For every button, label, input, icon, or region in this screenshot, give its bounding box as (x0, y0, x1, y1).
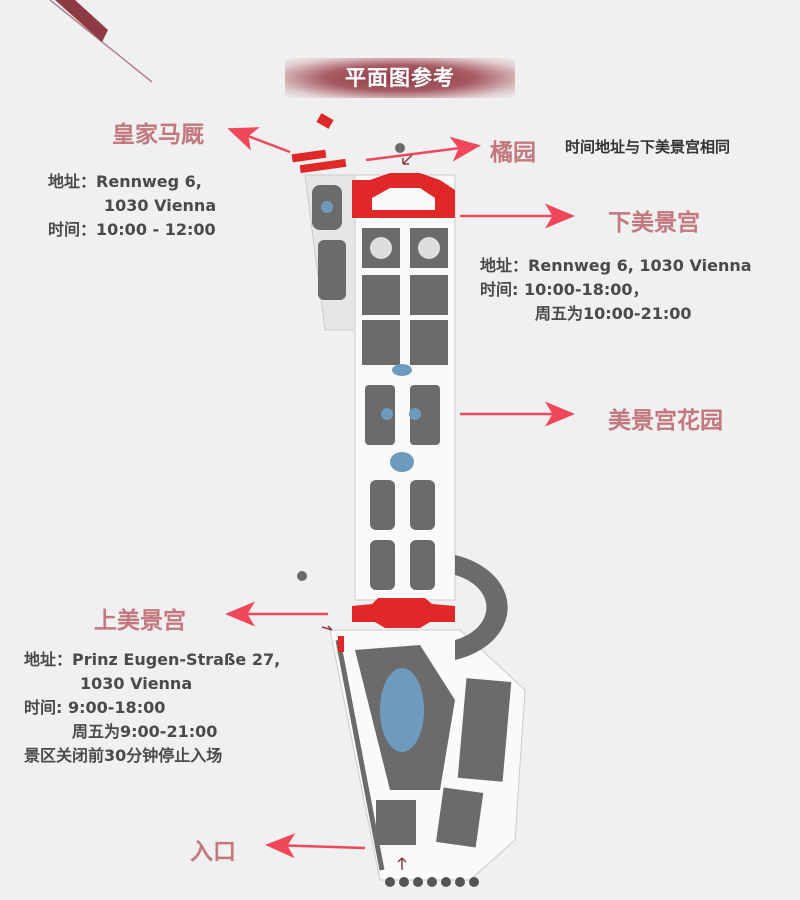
stables-info: 地址：Rennweg 6, 1030 Vienna 时间：10:00 - 12:… (48, 172, 217, 239)
label-upper-belvedere: 上美景宫 (94, 608, 186, 634)
page-title: 平面图参考 (285, 58, 515, 98)
buildings (291, 113, 455, 652)
small-arrows (321, 154, 413, 870)
pointer-arrows (225, 127, 575, 859)
corner-decoration (49, 0, 153, 83)
label-entrance: 入口 (190, 839, 236, 865)
label-imperial-stables: 皇家马厩 (112, 122, 204, 148)
orangery-note: 时间地址与下美景宫相同 (565, 138, 731, 156)
label-belvedere-garden: 美景宫花园 (608, 408, 723, 434)
lower-belvedere-info: 地址：Rennweg 6, 1030 Vienna 时间: 10:00-18:0… (480, 256, 752, 323)
label-orangery: 橘园 (490, 140, 536, 166)
upper-belvedere-info: 地址：Prinz Eugen-Straße 27, 1030 Vienna 时间… (24, 650, 281, 765)
garden-plan (297, 143, 526, 887)
label-lower-belvedere: 下美景宫 (608, 210, 700, 236)
